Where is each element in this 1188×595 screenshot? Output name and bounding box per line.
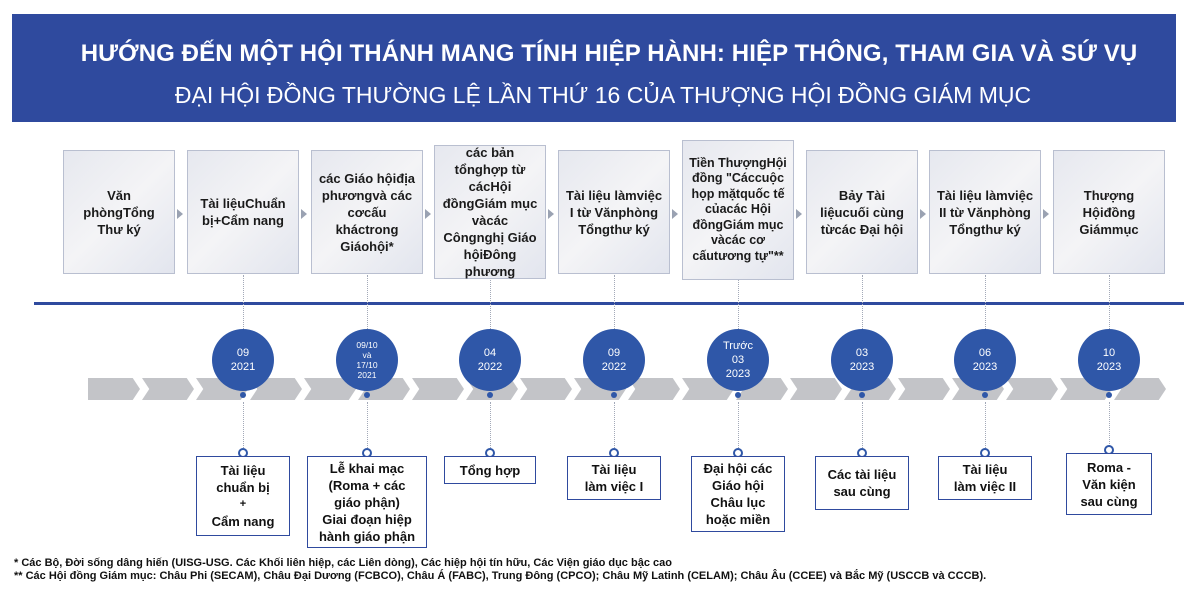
connector-line: [862, 275, 863, 333]
timeline-pin: [982, 392, 988, 398]
connector-line: [367, 275, 368, 333]
arrow-segment: [898, 378, 950, 400]
top-step-6: Tiền ThượngHội đồng "Cáccuộc họp mặtquốc…: [682, 140, 794, 280]
page-subtitle: ĐẠI HỘI ĐỒNG THƯỜNG LỆ LẦN THỨ 16 CỦA TH…: [174, 82, 1032, 108]
footnote-1: * Các Bộ, Đời sống dâng hiến (UISG-USG. …: [14, 557, 672, 569]
page-title: HƯỚNG ĐẾN MỘT HỘI THÁNH MANG TÍNH HIỆP H…: [80, 40, 1138, 67]
arrow-segment: [790, 378, 842, 400]
connector-line: [985, 275, 986, 333]
chevron-right-icon: [425, 209, 431, 219]
title-banner: HƯỚNG ĐẾN MỘT HỘI THÁNH MANG TÍNH HIỆP H…: [12, 14, 1176, 122]
connector-line: [738, 402, 739, 454]
connector-line: [243, 275, 244, 333]
timeline-pin: [859, 392, 865, 398]
arrow-segment: [1006, 378, 1058, 400]
timeline-pin: [240, 392, 246, 398]
connector-line: [862, 402, 863, 454]
connector-line: [367, 402, 368, 454]
connector-line: [490, 402, 491, 454]
timeline-pin: [1106, 392, 1112, 398]
arrow-segment: [88, 378, 140, 400]
chevron-right-icon: [920, 209, 926, 219]
chevron-right-icon: [796, 209, 802, 219]
chevron-right-icon: [177, 209, 183, 219]
top-step-9: Thượng Hộiđồng Giámmục: [1053, 150, 1165, 274]
connector-line: [614, 275, 615, 333]
connector-line: [738, 280, 739, 333]
timeline-pin: [364, 392, 370, 398]
arrow-segment: [142, 378, 194, 400]
footnotes: * Các Bộ, Đời sống dâng hiến (UISG-USG. …: [14, 557, 986, 583]
connector-line: [985, 402, 986, 454]
timeline-pin: [487, 392, 493, 398]
top-step-3: các Giáo hộiđịa phươngvà các cơcấu kháct…: [311, 150, 423, 274]
connector-line: [614, 402, 615, 454]
chevron-right-icon: [1043, 209, 1049, 219]
top-step-8: Tài liệu làmviệc II từ Vănphòng Tổngthư …: [929, 150, 1041, 274]
connector-line: [490, 280, 491, 333]
timeline-pin: [611, 392, 617, 398]
arrow-segment: [304, 378, 356, 400]
connector-line: [1109, 402, 1110, 450]
connector-line: [1109, 275, 1110, 333]
top-step-7: Bảy Tài liệucuối cùng từcác Đại hội: [806, 150, 918, 274]
chevron-right-icon: [548, 209, 554, 219]
arrow-segment: [412, 378, 464, 400]
top-step-2: Tài liệuChuẩn bị+Cẩm nang: [187, 150, 299, 274]
top-step-5: Tài liệu làmviệc I từ Vănphòng Tổngthư k…: [558, 150, 670, 274]
chevron-right-icon: [672, 209, 678, 219]
top-step-4: các bản tổnghợp từ cácHội đồngGiám mục v…: [434, 145, 546, 279]
timeline-pin: [735, 392, 741, 398]
footnote-2: ** Các Hội đồng Giám mục: Châu Phi (SECA…: [14, 570, 987, 582]
connector-line: [243, 402, 244, 454]
arrow-segment: [520, 378, 572, 400]
timeline-divider: [34, 302, 1184, 305]
arrow-segment: [628, 378, 680, 400]
chevron-right-icon: [301, 209, 307, 219]
top-step-1: Văn phòngTổng Thư ký: [63, 150, 175, 274]
bottom-step-3: Tổng hợp: [444, 456, 536, 484]
